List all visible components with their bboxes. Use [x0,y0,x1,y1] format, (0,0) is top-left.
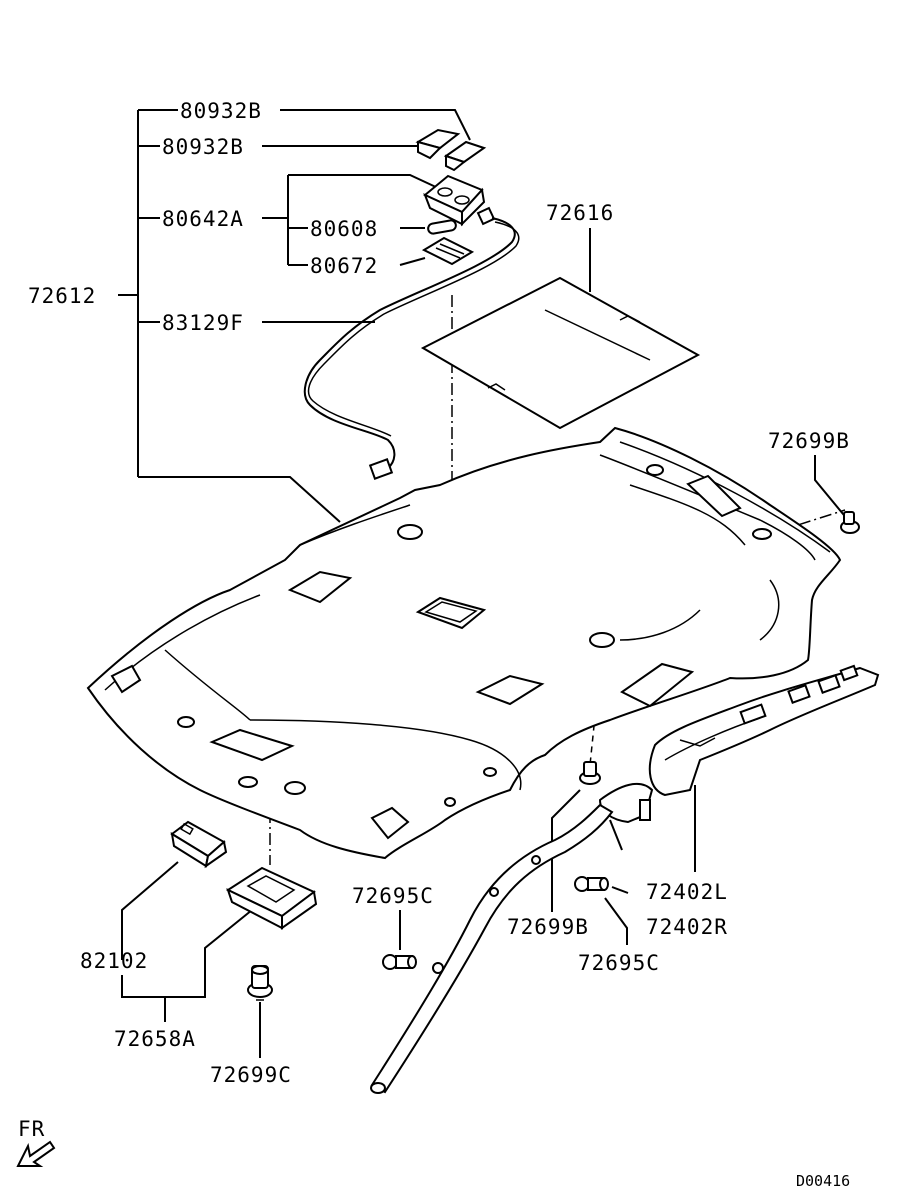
label-80608: 80608 [310,217,378,241]
bulb-80608 [427,219,457,235]
label-72612: 72612 [28,284,96,308]
headlining-72612 [86,426,842,860]
label-72402L: 72402L [646,880,728,904]
label-80932B-top: 80932B [180,99,262,123]
label-72699C: 72699C [210,1063,292,1087]
lamp-72658A [225,866,318,930]
harness-83129F [303,217,520,480]
label-80932B-bottom: 80932B [162,135,244,159]
bolt-72695C-left [382,954,417,970]
label-72699B-right: 72699B [768,429,850,453]
label-72658A: 72658A [114,1027,196,1051]
front-label: FR [18,1117,45,1141]
label-82102: 82102 [80,949,148,973]
front-arrow-icon [16,1140,56,1167]
drawing-code: D00416 [796,1172,850,1187]
room-lamp-80642A [423,174,496,227]
curtain-airbag-72402 [370,664,880,1094]
label-72402R: 72402R [646,915,728,939]
sheet-72616 [420,276,701,430]
label-72695C-right: 72695C [578,951,660,975]
label-72699B-bottom: 72699B [507,915,589,939]
label-72695C-left: 72695C [352,884,434,908]
clip-72699B-bottom [579,761,601,785]
lens-80672 [421,236,475,266]
clip-72699B-right [840,511,860,534]
label-80642A: 80642A [162,207,244,231]
clip-72699C [247,965,273,1001]
leader-lines [118,109,849,1058]
switch-82102 [170,820,228,869]
clip-80932B [415,128,487,172]
label-72616: 72616 [546,201,614,225]
labels: 80932B 80932B 80642A 80608 80672 72612 8… [18,99,850,1187]
label-80672: 80672 [310,254,378,278]
bolt-72695C-right [574,876,609,892]
label-83129F: 83129F [162,311,244,335]
